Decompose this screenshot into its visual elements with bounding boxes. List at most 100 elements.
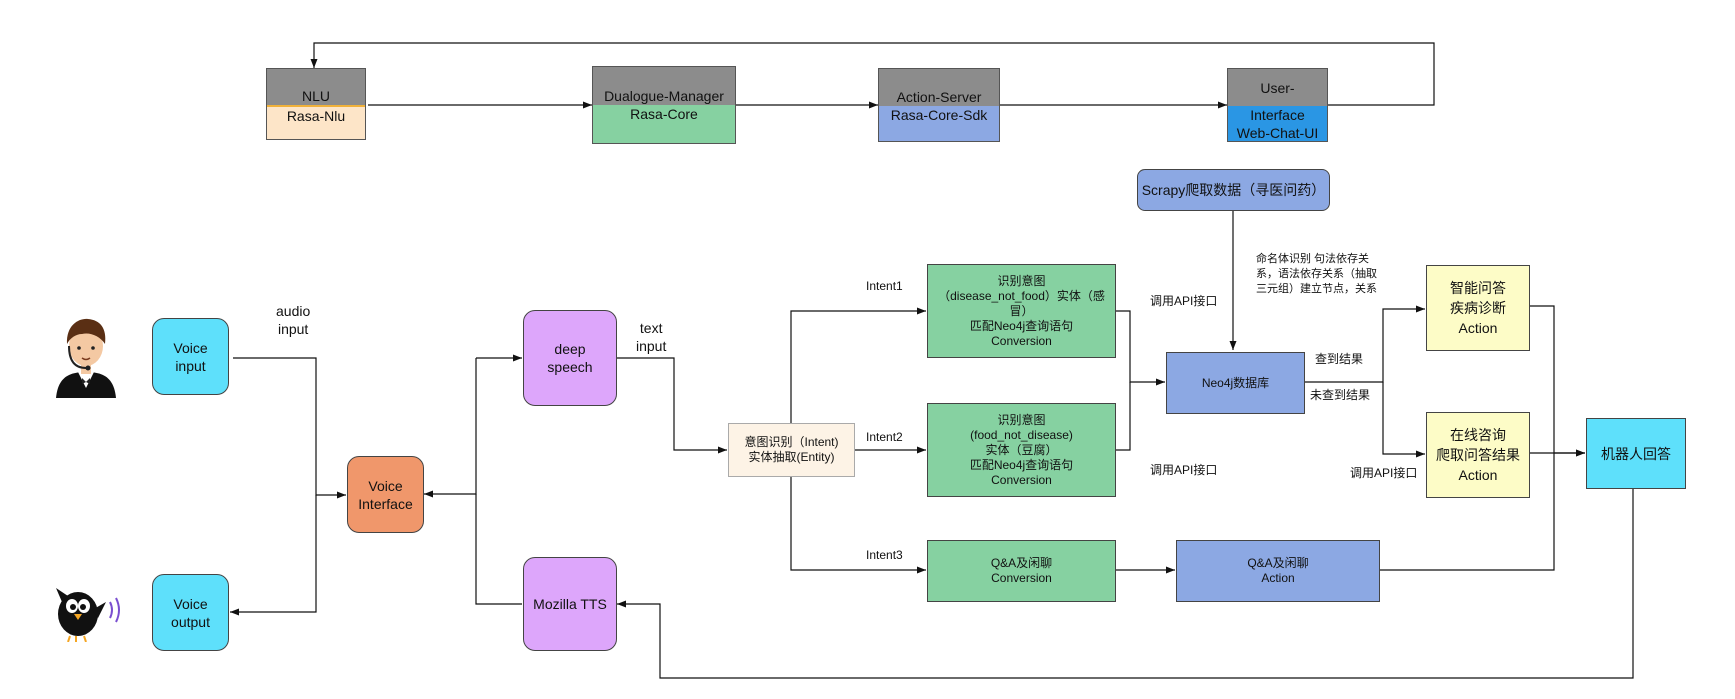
edge-intent3 <box>790 468 926 574</box>
voice-input-l2: input <box>175 357 206 374</box>
edge-intent1 <box>790 307 926 432</box>
conv2-l5: Conversion <box>991 472 1052 487</box>
ui-title-line1: User- <box>1260 79 1295 96</box>
action-server-block: Action-Server Rasa-Core-Sdk <box>878 68 1000 142</box>
text-input-l1: text <box>639 320 663 336</box>
qa-action-l1: Q&A及闲聊 <box>1247 556 1309 570</box>
conv1-l5: Conversion <box>991 333 1052 348</box>
neo4j-l1: Neo4j数据库 <box>1201 375 1270 390</box>
text-input-label: text input <box>636 319 666 355</box>
user-interface-block: User- Interface Web-Chat-UI <box>1227 68 1328 142</box>
ner-note: 命名体识别 句法依存关 系，语法依存关系（抽取 三元组）建立节点，关系 <box>1256 252 1377 297</box>
ui-sub-text: Web-Chat-UI <box>1236 125 1319 141</box>
robot-answer-node: 机器人回答 <box>1586 418 1686 489</box>
intent2-label: Intent2 <box>866 430 903 444</box>
audio-input-l1: audio <box>276 303 311 319</box>
scrapy-node: Scrapy爬取数据（寻医问药） <box>1137 169 1330 211</box>
not-found-result-label: 未查到结果 <box>1310 388 1371 402</box>
smart-qa-action-node: 智能问答 疾病诊断 Action <box>1426 265 1530 351</box>
dm-title: Dualogue-Manager <box>593 67 735 105</box>
intent-entity-l2: 实体抽取(Entity) <box>748 450 835 464</box>
nlu-block: NLU Rasa-Nlu <box>266 68 366 140</box>
online-action-l3: Action <box>1458 467 1498 483</box>
scrapy-l1: Scrapy爬取数据（寻医问药） <box>1141 182 1326 198</box>
api-label-3: 调用API接口 <box>1350 466 1418 480</box>
edge-robot-tts <box>617 489 1634 679</box>
intent-entity-l1: 意图识别（Intent) <box>744 435 839 449</box>
ner-note-l2: 系，语法依存关系（抽取 <box>1256 268 1377 280</box>
online-consult-action-node: 在线咨询 爬取问答结果 Action <box>1426 412 1530 498</box>
deep-speech-node: deep speech <box>523 310 617 406</box>
edge-neo4j-smart <box>1305 305 1425 383</box>
text-input-l2: input <box>636 338 667 354</box>
ui-title: User- <box>1228 69 1327 106</box>
online-action-l1: 在线咨询 <box>1450 427 1506 443</box>
intent3-label: Intent3 <box>866 548 903 562</box>
found-result-label: 查到结果 <box>1315 352 1364 366</box>
nlu-title: NLU <box>267 69 365 105</box>
edge-ui-feedback <box>310 42 1435 106</box>
robot-l1: 机器人回答 <box>1601 445 1671 462</box>
voice-output-l1: Voice <box>173 595 208 612</box>
conv1-l2: （disease_not_food）实体（感 <box>938 288 1105 303</box>
api-label-1: 调用API接口 <box>1150 294 1218 308</box>
conv2-l1: 识别意图 <box>997 412 1046 427</box>
smart-action-l3: Action <box>1458 320 1498 336</box>
qa-action-l2: Action <box>1261 571 1295 585</box>
conv2-l2: (food_not_disease) <box>970 427 1073 442</box>
conv3-l1: Q&A及闲聊 <box>990 556 1053 570</box>
ui-title-line2: Interface <box>1250 107 1305 123</box>
conv1-l1: 识别意图 <box>997 273 1046 288</box>
voice-interface-l1: Voice <box>368 477 403 494</box>
support-agent-avatar <box>56 318 116 398</box>
dialogue-manager-block: Dualogue-Manager Rasa-Core <box>592 66 736 144</box>
voice-input-node: Voice input <box>152 318 229 395</box>
conv1-l4: 匹配Neo4j查询语句 <box>969 318 1074 333</box>
action-server-sub: Rasa-Core-Sdk <box>879 106 999 141</box>
nlu-divider <box>267 105 365 107</box>
conv2-l3: 实体（豆腐） <box>985 442 1058 457</box>
conv2-l4: 匹配Neo4j查询语句 <box>969 457 1074 472</box>
nlu-sub: Rasa-Nlu <box>267 107 365 139</box>
smart-action-l2: 疾病诊断 <box>1450 300 1506 316</box>
intent1-label: Intent1 <box>866 279 903 293</box>
online-action-l2: 爬取问答结果 <box>1436 447 1520 463</box>
edge-interface-deepspeech <box>424 358 477 498</box>
neo4j-node: Neo4j数据库 <box>1166 352 1305 414</box>
edge-smart-robot <box>1530 305 1585 457</box>
qa-action-node: Q&A及闲聊 Action <box>1176 540 1380 602</box>
dm-sub: Rasa-Core <box>593 105 735 143</box>
conv3-l2: Conversion <box>991 571 1052 585</box>
voice-input-l1: Voice <box>173 339 208 356</box>
voice-interface-l2: Interface <box>358 495 413 512</box>
audio-input-label: audio input <box>276 302 310 338</box>
speaking-bird-avatar <box>56 588 120 642</box>
mozilla-tts-l1: Mozilla TTS <box>533 596 607 612</box>
edge-neo4j-online <box>1382 382 1425 458</box>
edge-conv1-neo4j <box>1116 310 1165 386</box>
edge-conv2-neo4j <box>1116 382 1131 451</box>
edge-qa-robot <box>1380 453 1555 571</box>
voice-output-node: Voice output <box>152 574 229 651</box>
edge-deepspeech-intent <box>617 357 727 454</box>
edge-voice-output <box>230 495 317 616</box>
deep-speech-l2: speech <box>547 359 593 375</box>
mozilla-tts-node: Mozilla TTS <box>523 557 617 651</box>
audio-input-l2: input <box>277 321 309 337</box>
intent-entity-node: 意图识别（Intent) 实体抽取(Entity) <box>728 423 855 477</box>
voice-interface-node: Voice Interface <box>347 456 424 533</box>
edge-voice-input <box>233 357 346 499</box>
voice-output-l2: output <box>171 613 210 630</box>
edge-tts-branch <box>475 494 522 605</box>
deep-speech-l1: deep <box>554 341 586 357</box>
ui-sub: Interface Web-Chat-UI <box>1228 106 1327 141</box>
conversion-3-node: Q&A及闲聊 Conversion <box>927 540 1116 602</box>
api-label-2: 调用API接口 <box>1150 463 1218 477</box>
ner-note-l3: 三元组）建立节点，关系 <box>1256 283 1377 295</box>
ner-note-l1: 命名体识别 句法依存关 <box>1256 253 1370 265</box>
smart-action-l1: 智能问答 <box>1450 280 1506 296</box>
action-server-title: Action-Server <box>879 69 999 106</box>
conversion-2-node: 识别意图 (food_not_disease) 实体（豆腐） 匹配Neo4j查询… <box>927 403 1116 497</box>
conv1-l3: 冒） <box>1009 303 1034 318</box>
